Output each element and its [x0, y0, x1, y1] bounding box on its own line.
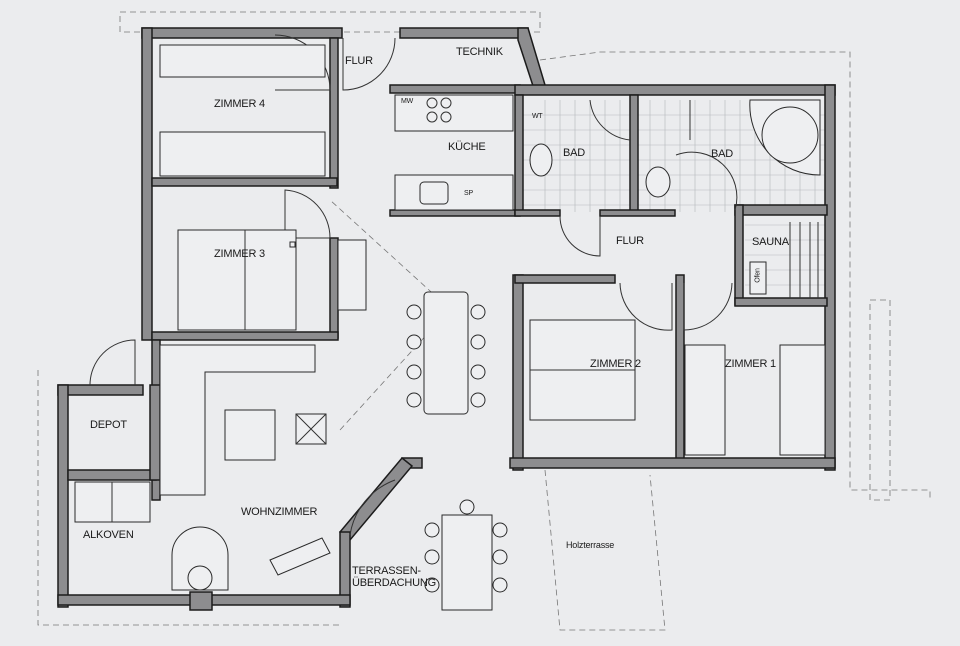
- room-label-technik: TECHNIK: [456, 46, 503, 58]
- room-label-zimmer1: ZIMMER 1: [725, 358, 776, 370]
- room-label-zimmer2: ZIMMER 2: [590, 358, 641, 370]
- room-label-bad1: BAD: [563, 147, 586, 159]
- room-label-kueche: KÜCHE: [448, 141, 486, 153]
- label-wt: WT: [532, 113, 543, 120]
- room-label-holzterrasse: Holzterrasse: [566, 540, 615, 550]
- room-label-depot: DEPOT: [90, 419, 127, 431]
- furniture: [74, 44, 826, 611]
- room-label-bad2: BAD: [711, 148, 734, 160]
- room-label-terrassen-1: TERRASSEN-: [352, 565, 421, 577]
- label-ofen: Ofen: [754, 268, 762, 283]
- room-label-terrassen-2: ÜBERDACHUNG: [352, 577, 436, 589]
- room-label-alkoven: ALKOVEN: [83, 529, 134, 541]
- room-label-flur: FLUR: [616, 235, 644, 247]
- walls: [57, 27, 836, 611]
- label-mw: MW: [401, 98, 414, 105]
- label-sp: SP: [464, 190, 473, 197]
- door-swings: [89, 34, 738, 536]
- room-label-flur-top: FLUR: [345, 55, 373, 67]
- room-label-zimmer4: ZIMMER 4: [214, 98, 265, 110]
- room-label-wohnzimmer: WOHNZIMMER: [241, 506, 318, 518]
- room-label-zimmer3: ZIMMER 3: [214, 248, 265, 260]
- room-label-sauna: SAUNA: [752, 236, 789, 248]
